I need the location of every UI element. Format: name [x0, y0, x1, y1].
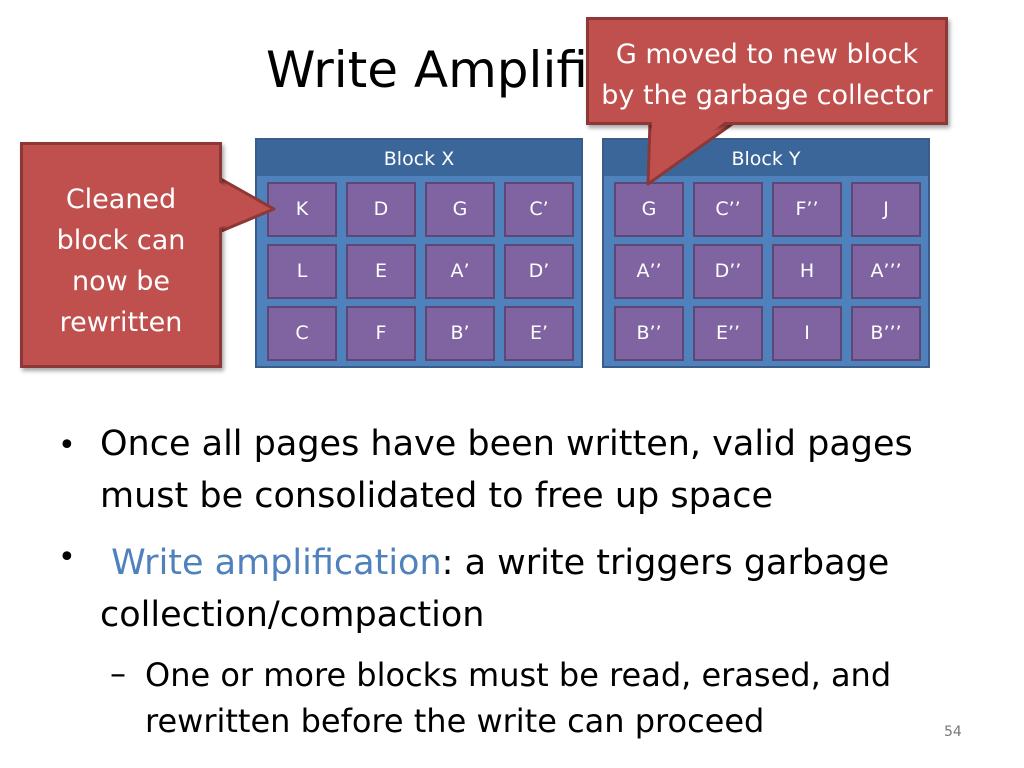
callout-line: now be: [71, 266, 171, 297]
block-x: Block X K D G C’ L E A’ D’ C F B’ E’: [255, 138, 583, 368]
page-cell: E’: [504, 306, 574, 361]
block-y-header: Block Y: [604, 140, 928, 176]
page-cell: A’’: [614, 244, 684, 299]
page-cell: B’’’: [851, 306, 921, 361]
callout-line: Cleaned: [65, 184, 177, 215]
page-cell: B’: [425, 306, 495, 361]
callout-line: block can: [56, 225, 186, 256]
sub-bullet-line-2: rewritten before the write can proceed: [145, 702, 765, 740]
page-cell: D’’: [693, 244, 763, 299]
block-y: Block Y G C’’ F’’ J A’’ D’’ H A’’’ B’’ E…: [602, 138, 930, 368]
block-y-pages: G C’’ F’’ J A’’ D’’ H A’’’ B’’ E’’ I B’’…: [614, 182, 921, 361]
write-amplification-term: Write amplification: [111, 543, 442, 583]
page-cell: L: [267, 244, 337, 299]
page-cell: G: [614, 182, 684, 237]
moved-g-callout: G moved to new block by the garbage coll…: [586, 17, 948, 125]
callout-line: rewritten: [59, 307, 183, 338]
sub-bullet-line-1: One or more blocks must be read, erased,…: [145, 656, 892, 694]
block-x-header: Block X: [257, 140, 581, 176]
bullet-dot-icon: •: [58, 428, 76, 463]
page-cell: F: [346, 306, 416, 361]
page-cell: F’’: [772, 182, 842, 237]
page-cell: C’: [504, 182, 574, 237]
page-number: 54: [944, 724, 962, 740]
page-cell: H: [772, 244, 842, 299]
bullet-1: Once all pages have been written, valid …: [100, 418, 913, 522]
bullet-1-line-2: must be consolidated to free up space: [100, 476, 774, 516]
callout-line: by the garbage collector: [601, 80, 933, 111]
page-cell: A’’’: [851, 244, 921, 299]
cleaned-block-callout: Cleaned block can now be rewritten: [20, 142, 222, 368]
page-cell: G: [425, 182, 495, 237]
bullet-dot-icon: •: [58, 540, 76, 575]
page-cell: C’’: [693, 182, 763, 237]
page-cell: I: [772, 306, 842, 361]
bullet-2-line-2: collection/compaction: [100, 595, 485, 635]
callout-line: G moved to new block: [615, 39, 919, 70]
page-cell: E’’: [693, 306, 763, 361]
page-cell: K: [267, 182, 337, 237]
bullet-1-line-1: Once all pages have been written, valid …: [100, 424, 913, 464]
page-cell: E: [346, 244, 416, 299]
bullet-2: Write amplification: a write triggers ga…: [100, 537, 889, 641]
page-cell: D’: [504, 244, 574, 299]
block-x-pages: K D G C’ L E A’ D’ C F B’ E’: [267, 182, 574, 361]
bullet-2-line-1: Write amplification: a write triggers ga…: [100, 537, 889, 589]
page-cell: A’: [425, 244, 495, 299]
page-cell: B’’: [614, 306, 684, 361]
bullet-2-rest: : a write triggers garbage: [441, 543, 890, 583]
sub-bullet-dash-icon: –: [110, 654, 126, 692]
page-cell: C: [267, 306, 337, 361]
sub-bullet: One or more blocks must be read, erased,…: [145, 652, 891, 744]
page-cell: D: [346, 182, 416, 237]
page-cell: J: [851, 182, 921, 237]
